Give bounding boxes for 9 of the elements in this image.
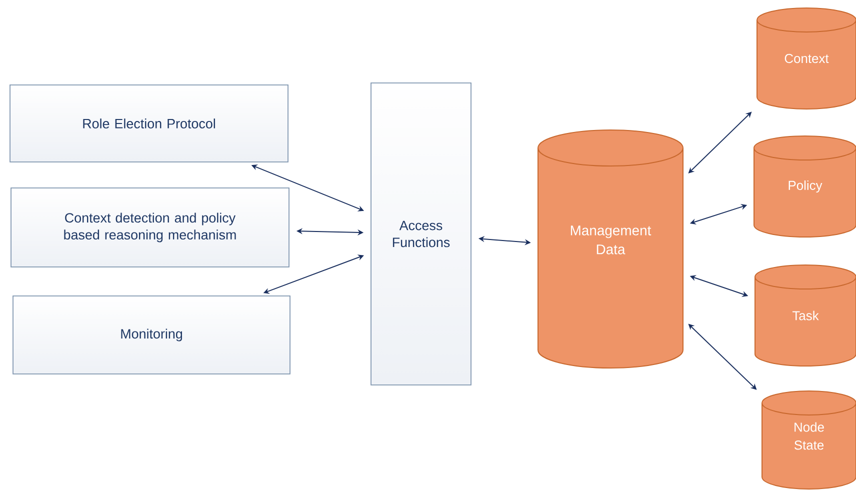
- process-box: Role Election Protocol: [10, 84, 288, 162]
- process-box: Access Functions: [370, 82, 472, 386]
- database-cylinder: Task: [754, 264, 856, 366]
- database-cylinder: Node State: [762, 390, 856, 490]
- database-cylinder: Policy: [754, 135, 856, 238]
- process-box: Context detection and policy based reasoning mechanism: [10, 188, 290, 268]
- process-box: Monitoring: [12, 296, 290, 374]
- database-cylinder: Context: [756, 8, 856, 110]
- database-cylinder: Management Data: [538, 129, 684, 368]
